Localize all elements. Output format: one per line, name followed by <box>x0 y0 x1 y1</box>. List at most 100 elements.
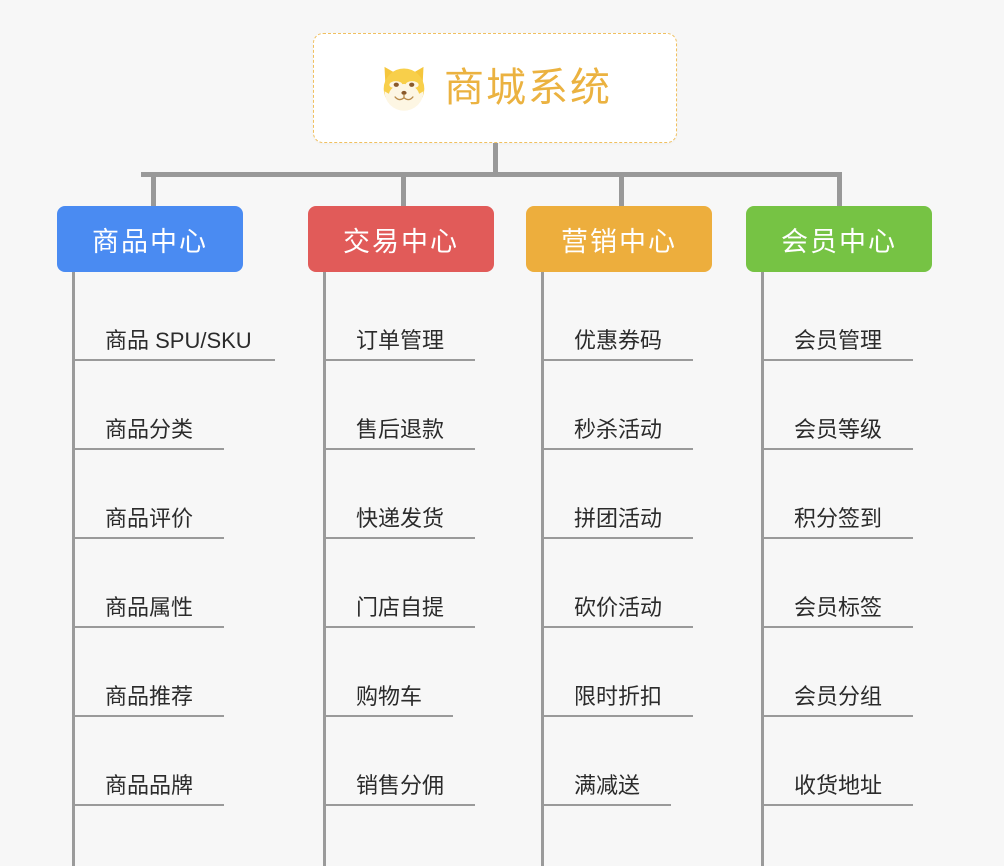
list-item[interactable]: 商品品牌 <box>57 717 243 806</box>
category-box-1[interactable]: 商品中心 <box>57 206 243 272</box>
subitem-label: 砍价活动 <box>574 594 663 620</box>
shiba-inu-icon <box>378 62 430 114</box>
root-node[interactable]: 商城系统 <box>313 33 677 143</box>
list-item[interactable]: 拼团活动 <box>526 450 712 539</box>
connector-drop-3 <box>619 172 624 208</box>
subitem-label: 商品 SPU/SKU <box>105 327 252 353</box>
list-item[interactable]: 商品 SPU/SKU <box>57 272 275 361</box>
category-column-2: 交易中心 订单管理 售后退款 快递发货 门店自提 <box>308 206 494 866</box>
subitem-spine-wrap-1: 商品 SPU/SKU 商品分类 商品评价 商品属性 商品推荐 <box>57 272 275 866</box>
category-label-1: 商品中心 <box>92 226 208 257</box>
category-label-3: 营销中心 <box>561 226 677 257</box>
connector-drop-4 <box>837 172 842 208</box>
subitem-underline <box>541 626 693 628</box>
subitem-label: 限时折扣 <box>574 683 663 709</box>
subitem-label: 商品属性 <box>105 594 194 620</box>
category-box-4[interactable]: 会员中心 <box>746 206 932 272</box>
subitem-underline <box>761 804 913 806</box>
list-item[interactable]: 会员标签 <box>746 539 932 628</box>
subitem-spine-wrap-4: 会员管理 会员等级 积分签到 会员标签 会员分组 <box>746 272 932 866</box>
list-item[interactable]: 优惠券码 <box>526 272 712 361</box>
subitem-label: 商品品牌 <box>105 772 194 798</box>
list-item[interactable]: 订单管理 <box>308 272 494 361</box>
category-box-3[interactable]: 营销中心 <box>526 206 712 272</box>
subitem-label: 会员分组 <box>794 683 883 709</box>
subitem-spine-4 <box>761 272 764 866</box>
list-item[interactable]: 砍价活动 <box>526 539 712 628</box>
subitem-underline <box>541 804 671 806</box>
subitem-underline <box>761 448 913 450</box>
subitem-label: 商品推荐 <box>105 683 194 709</box>
category-column-4: 会员中心 会员管理 会员等级 积分签到 会员标签 <box>746 206 932 866</box>
list-item[interactable]: 积分签到 <box>746 450 932 539</box>
subitem-underline <box>72 804 224 806</box>
list-item[interactable]: 限时折扣 <box>526 628 712 717</box>
subitem-list-2: 订单管理 售后退款 快递发货 门店自提 购物车 <box>308 272 494 806</box>
subitem-list-3: 优惠券码 秒杀活动 拼团活动 砍价活动 限时折扣 <box>526 272 712 806</box>
subitem-underline <box>323 715 453 717</box>
list-item[interactable]: 门店自提 <box>308 539 494 628</box>
subitem-underline <box>541 715 693 717</box>
category-column-3: 营销中心 优惠券码 秒杀活动 拼团活动 砍价活动 <box>526 206 712 866</box>
list-item[interactable]: 快递发货 <box>308 450 494 539</box>
list-item[interactable]: 商品推荐 <box>57 628 243 717</box>
subitem-underline <box>72 448 224 450</box>
subitem-label: 购物车 <box>356 683 423 709</box>
subitem-label: 快递发货 <box>356 505 445 531</box>
list-item[interactable]: 满减送 <box>526 717 712 806</box>
subitem-underline <box>72 359 275 361</box>
list-item[interactable]: 售后退款 <box>308 361 494 450</box>
category-label-2: 交易中心 <box>343 226 459 257</box>
list-item[interactable]: 秒杀活动 <box>526 361 712 450</box>
subitem-label: 门店自提 <box>356 594 445 620</box>
list-item[interactable]: 收货地址 <box>746 717 932 806</box>
subitem-underline <box>323 804 475 806</box>
subitem-label: 收货地址 <box>794 772 883 798</box>
subitem-label: 订单管理 <box>356 327 445 353</box>
subitem-label: 商品分类 <box>105 416 194 442</box>
subitem-underline <box>323 359 475 361</box>
connector-drop-2 <box>401 172 406 208</box>
connector-bus <box>141 172 839 177</box>
list-item[interactable]: 销售分佣 <box>308 717 494 806</box>
subitem-underline <box>541 448 693 450</box>
subitem-spine-1 <box>72 272 75 866</box>
subitem-spine-3 <box>541 272 544 866</box>
subitem-label: 会员管理 <box>794 327 883 353</box>
subitem-underline <box>323 537 475 539</box>
subitem-label: 拼团活动 <box>574 505 663 531</box>
mindmap-canvas: 商城系统 商品中心 商品 SPU/SKU 商品分类 商品评价 <box>57 33 932 866</box>
subitem-underline <box>323 626 475 628</box>
subitem-underline <box>761 537 913 539</box>
subitem-label: 积分签到 <box>794 505 883 531</box>
list-item[interactable]: 会员分组 <box>746 628 932 717</box>
subitem-label: 售后退款 <box>356 416 445 442</box>
subitem-underline <box>72 626 224 628</box>
connector-stem <box>493 143 498 175</box>
list-item[interactable]: 会员管理 <box>746 272 932 361</box>
subitem-label: 秒杀活动 <box>574 416 663 442</box>
list-item[interactable]: 商品分类 <box>57 361 243 450</box>
subitem-label: 会员标签 <box>794 594 883 620</box>
list-item[interactable]: 商品评价 <box>57 450 243 539</box>
subitem-spine-wrap-2: 订单管理 售后退款 快递发货 门店自提 购物车 <box>308 272 494 866</box>
subitem-underline <box>761 715 913 717</box>
subitem-underline <box>541 537 693 539</box>
subitem-list-1: 商品 SPU/SKU 商品分类 商品评价 商品属性 商品推荐 <box>57 272 275 806</box>
subitem-label: 销售分佣 <box>356 772 445 798</box>
subitem-spine-wrap-3: 优惠券码 秒杀活动 拼团活动 砍价活动 限时折扣 <box>526 272 712 866</box>
subitem-underline <box>72 537 224 539</box>
connector-drop-1 <box>151 172 156 208</box>
subitem-underline <box>541 359 693 361</box>
subitem-underline <box>761 359 913 361</box>
list-item[interactable]: 购物车 <box>308 628 494 717</box>
subitem-underline <box>72 715 224 717</box>
subitem-label: 商品评价 <box>105 505 194 531</box>
list-item[interactable]: 商品属性 <box>57 539 243 628</box>
category-box-2[interactable]: 交易中心 <box>308 206 494 272</box>
subitem-label: 会员等级 <box>794 416 883 442</box>
subitem-underline <box>761 626 913 628</box>
subitem-list-4: 会员管理 会员等级 积分签到 会员标签 会员分组 <box>746 272 932 806</box>
list-item[interactable]: 会员等级 <box>746 361 932 450</box>
subitem-label: 满减送 <box>574 772 641 798</box>
